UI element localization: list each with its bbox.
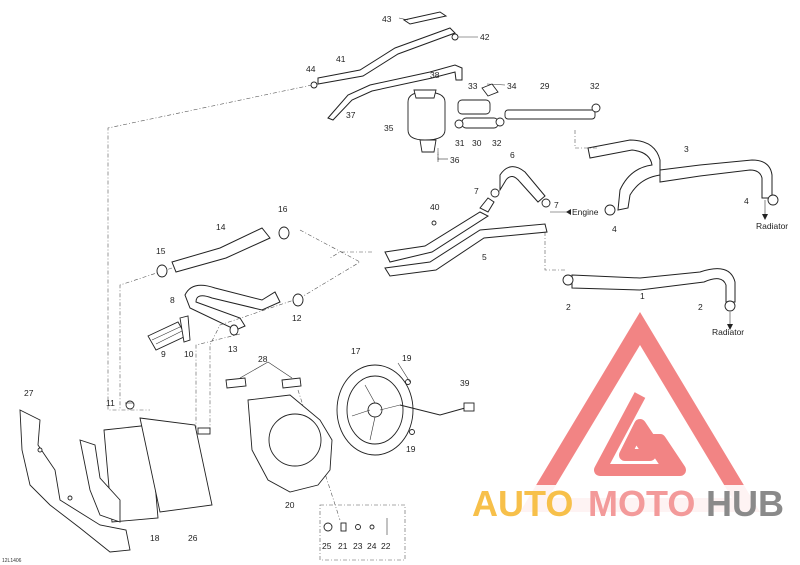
callout-37: 37	[346, 110, 356, 120]
callout-34: 34	[507, 81, 517, 91]
coolant-pipe-assembly	[454, 83, 601, 129]
callout-24: 24	[367, 541, 377, 551]
callout-42: 42	[480, 32, 490, 42]
callout-29: 29	[540, 81, 550, 91]
callout-35: 35	[384, 123, 394, 133]
callout-10: 10	[184, 349, 194, 359]
callout-labels: 43 42 41 44 38 37 35 36 33 34 29 32 31 3…	[2, 14, 788, 564]
inline-filter	[147, 315, 191, 351]
callout-7-bottom: 7	[554, 200, 559, 210]
diagram-code: 12L1406	[2, 558, 22, 564]
callout-36: 36	[450, 155, 460, 165]
callout-8: 8	[170, 295, 175, 305]
radiator-lower-label: Radiator	[712, 327, 744, 337]
callout-44: 44	[306, 64, 316, 74]
callout-6: 6	[510, 150, 515, 160]
callout-32-top: 32	[590, 81, 600, 91]
callout-33: 33	[468, 81, 478, 91]
callout-18: 18	[150, 533, 160, 543]
heater-hose-14	[156, 226, 290, 278]
callout-4-right: 4	[744, 196, 749, 206]
logo-moto-text: MOTO	[588, 483, 695, 524]
callout-27: 27	[24, 388, 34, 398]
callout-2-right: 2	[698, 302, 703, 312]
cooling-fan	[336, 364, 475, 456]
callout-17: 17	[351, 346, 361, 356]
callout-31: 31	[455, 138, 465, 148]
callout-3: 3	[684, 144, 689, 154]
callout-25: 25	[322, 541, 332, 551]
callout-13: 13	[228, 344, 238, 354]
assembly-lines	[107, 84, 598, 521]
callout-41: 41	[336, 54, 346, 64]
callout-39: 39	[460, 378, 470, 388]
callout-5: 5	[482, 252, 487, 262]
callout-4-left: 4	[612, 224, 617, 234]
callout-22: 22	[381, 541, 391, 551]
callout-32-bottom: 32	[492, 138, 502, 148]
callout-9: 9	[161, 349, 166, 359]
destination-arrows	[566, 209, 768, 330]
engine-label: Engine	[572, 207, 599, 217]
coolant-reservoir	[407, 89, 446, 162]
automotohub-logo	[470, 312, 800, 520]
callout-15: 15	[156, 246, 166, 256]
engine-hose	[490, 166, 551, 208]
callout-19-top: 19	[402, 353, 412, 363]
callout-40: 40	[430, 202, 440, 212]
callout-2-left: 2	[566, 302, 571, 312]
callout-11: 11	[106, 398, 115, 408]
overflow-hoses	[310, 11, 463, 121]
callout-12: 12	[292, 313, 302, 323]
leader-lines	[125, 17, 766, 404]
callout-21: 21	[338, 541, 348, 551]
radiator-lower-hose	[562, 268, 736, 312]
heater-hose-8	[184, 284, 304, 336]
callout-26: 26	[188, 533, 198, 543]
callout-28: 28	[258, 354, 268, 364]
callout-7-top: 7	[474, 186, 479, 196]
callout-30: 30	[472, 138, 482, 148]
callout-20: 20	[285, 500, 295, 510]
callout-1: 1	[640, 291, 645, 301]
callout-38: 38	[430, 70, 440, 80]
coolant-pipe-5	[384, 197, 548, 277]
radiator-assembly	[79, 400, 213, 523]
callout-16: 16	[278, 204, 288, 214]
radiator-upper-hose	[587, 139, 779, 216]
logo-hub-text: HUB	[706, 483, 784, 524]
radiator-upper-label: Radiator	[756, 221, 788, 231]
callout-43: 43	[382, 14, 392, 24]
fan-shroud	[225, 377, 333, 493]
callout-14: 14	[216, 222, 226, 232]
callout-19-bottom: 19	[406, 444, 416, 454]
callout-23: 23	[353, 541, 363, 551]
mounting-bracket-27	[19, 409, 131, 553]
logo-auto-text: AUTO	[472, 483, 573, 524]
hardware-inset	[319, 504, 406, 561]
